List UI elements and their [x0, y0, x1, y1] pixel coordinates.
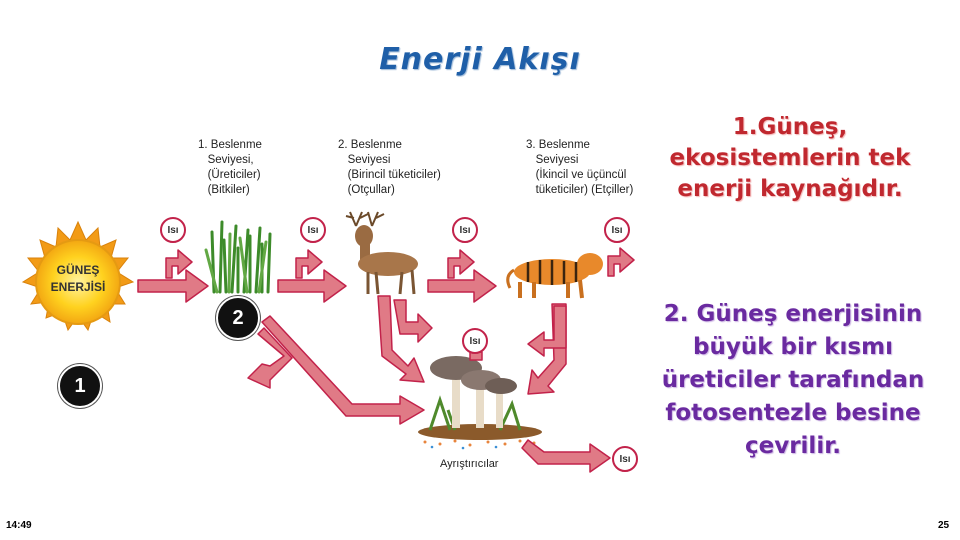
- arrow-producers-loss: [247, 327, 293, 389]
- heat-bubble-producers: Isı: [300, 217, 326, 243]
- arrow-heat-sun: [165, 249, 193, 279]
- arrow-herbivores-to-carnivores: [427, 269, 497, 303]
- arrow-heat-carnivores: [607, 247, 635, 277]
- badge-2: 2: [216, 296, 260, 340]
- arrow-decomposers-to-heat: [521, 439, 611, 473]
- level-3-label: 3. Beslenme Seviyesi (İkincil ve üçüncül…: [526, 139, 634, 196]
- slide-title: Enerji Akışı: [379, 42, 581, 77]
- deer-icon: [345, 211, 418, 295]
- arrow-sun-to-producers: [137, 269, 209, 303]
- heat-bubble-carnivores: Isı: [604, 217, 630, 243]
- level-1-label: 1. Beslenme Seviyesi, (Üreticiler) (Bitk…: [198, 139, 262, 196]
- heat-bubble-sun: Isı: [160, 217, 186, 243]
- sun-label-line2: ENERJİSİ: [50, 280, 106, 294]
- sun-label: GÜNEŞ ENERJİSİ: [40, 262, 116, 296]
- arrow-producers-to-herbivores: [277, 269, 347, 303]
- grass-icon: [204, 220, 272, 294]
- heat-bubble-final: Isı: [612, 446, 638, 472]
- sun-label-line1: GÜNEŞ: [56, 263, 100, 277]
- arrow-herbivores-loss: [393, 299, 433, 343]
- note-sun-energy-source: 1.Güneş, ekosistemlerin tek enerji kayna…: [669, 114, 911, 202]
- decomposer-label: Ayrıştırıcılar: [440, 458, 499, 470]
- arrow-producers-to-decomposers: [261, 315, 425, 425]
- heat-bubble-herbivores: Isı: [452, 217, 478, 243]
- note-photosynthesis: 2. Güneş enerjisinin büyük bir kısmı üre…: [661, 301, 925, 459]
- tiger-icon: [506, 253, 603, 299]
- footer-page-number: 25: [938, 520, 950, 531]
- level-2-label: 2. Beslenme Seviyesi (Birincil tüketicil…: [338, 139, 441, 196]
- mushrooms-icon: [418, 356, 542, 450]
- footer-time: 14:49: [6, 520, 32, 531]
- arrow-heat-herbivores: [447, 249, 475, 279]
- arrow-carnivores-loss: [527, 305, 567, 357]
- sun-icon: [21, 220, 135, 332]
- arrow-heat-producers: [295, 249, 323, 279]
- arrow-herbivores-to-decomposers: [377, 295, 425, 383]
- badge-1: 1: [58, 364, 102, 408]
- arrow-heat-decomposers: [469, 351, 483, 361]
- heat-bubble-decomposers: Isı: [462, 328, 488, 354]
